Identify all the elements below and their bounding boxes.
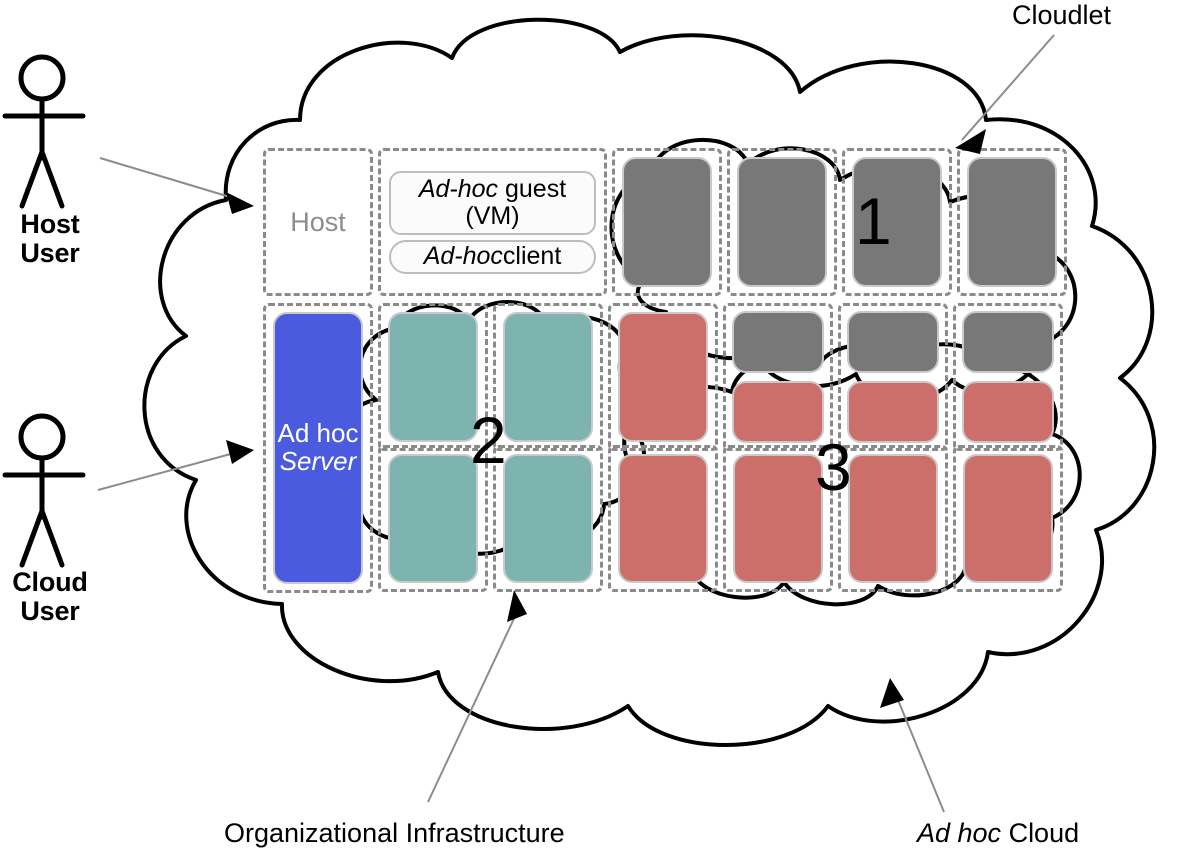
grid-cell-r2c2[interactable]: [378, 303, 488, 451]
host-user-leader-line: [99, 157, 241, 201]
node-gray[interactable]: [737, 157, 827, 287]
adhoc-server-line2: Server: [279, 446, 357, 476]
cloud-user-leader-line: [97, 451, 239, 491]
grid-cell-r3c3[interactable]: [493, 445, 603, 592]
cloud-user-label-line2: User: [20, 596, 80, 627]
grid-cell-r3c4[interactable]: [608, 445, 718, 592]
node-gray[interactable]: [852, 157, 942, 287]
rack-row-2: Ad hoc Server: [263, 303, 1063, 593]
grid-cell-r2c5[interactable]: [723, 303, 833, 451]
actor-host-user-label: Host User: [0, 209, 100, 269]
grid-cell-r2c6[interactable]: [838, 303, 948, 451]
group-number-3: 3: [815, 430, 852, 504]
node-red[interactable]: [963, 454, 1053, 583]
node-gray[interactable]: [622, 157, 712, 287]
grid-cell-host[interactable]: Host: [263, 148, 373, 296]
host-user-arrowhead: [226, 192, 254, 214]
grid-cell-r3c5[interactable]: [723, 445, 833, 592]
adhoc-cloud-label: Ad hoc Cloud: [917, 818, 1079, 849]
adhoc-client-italic: Ad-hoc: [423, 242, 503, 270]
actor-host-user-figure: [2, 54, 86, 209]
rack-row-1: Host Ad-hoc guest (VM) Ad-hoc client: [263, 148, 1067, 296]
grid-cell-r1c6[interactable]: [842, 148, 952, 296]
node-teal[interactable]: [388, 312, 478, 442]
adhoc-cloud-leader-line: [897, 699, 945, 813]
cloud-user-leg-left: [19, 508, 45, 568]
node-gray[interactable]: [847, 311, 939, 374]
cloudlet-arrowhead: [955, 129, 986, 154]
adhoc-cloud-label-italic: Ad hoc: [917, 818, 1002, 848]
cloudlet-label: Cloudlet: [1012, 0, 1112, 30]
adhoc-guest-vm-line2: (VM): [465, 201, 520, 230]
adhoc-guest-vm-box[interactable]: Ad-hoc guest (VM): [389, 170, 596, 235]
grid-cell-adhoc-server[interactable]: Ad hoc Server: [263, 303, 373, 593]
cloud-user-head: [18, 413, 66, 461]
node-red[interactable]: [733, 454, 823, 583]
grid-cell-r2c4[interactable]: [608, 303, 718, 451]
group-number-2: 2: [470, 403, 507, 477]
node-red[interactable]: [962, 380, 1054, 443]
cloud-user-label-line1: Cloud: [12, 567, 88, 597]
node-adhoc-server[interactable]: Ad hoc Server: [273, 312, 363, 584]
grid-cell-r2c3[interactable]: [493, 303, 603, 451]
node-red[interactable]: [847, 380, 939, 443]
host-user-label-line2: User: [20, 238, 80, 269]
grid-cell-r1c5[interactable]: [727, 148, 837, 296]
node-red[interactable]: [732, 380, 824, 443]
node-gray[interactable]: [967, 157, 1057, 287]
node-teal[interactable]: [503, 312, 593, 442]
cloudlet-leader-line: [961, 34, 1055, 141]
group-number-1: 1: [855, 184, 892, 258]
grid-cell-r3c2[interactable]: [378, 445, 488, 592]
node-teal[interactable]: [503, 454, 593, 583]
host-user-leg-left: [19, 149, 45, 209]
cloud-user-arrowhead: [226, 440, 254, 464]
host-user-label-line1: Host: [20, 209, 80, 239]
grid-cell-r3c6[interactable]: [838, 445, 948, 592]
node-red[interactable]: [618, 312, 708, 442]
grid-cell-adhoc-guest[interactable]: Ad-hoc guest (VM) Ad-hoc client: [378, 148, 607, 296]
adhoc-client-rest: client: [502, 242, 562, 270]
host-user-head: [18, 54, 66, 102]
grid-cell-r1c7[interactable]: [957, 148, 1067, 296]
adhoc-client-box[interactable]: Ad-hoc client: [389, 239, 596, 274]
node-gray[interactable]: [962, 311, 1054, 374]
organizational-infrastructure-rack: Host Ad-hoc guest (VM) Ad-hoc client: [263, 148, 1075, 593]
org-infrastructure-label: Organizational Infrastructure: [224, 818, 565, 848]
grid-cell-r3c7[interactable]: [953, 445, 1063, 592]
node-gray[interactable]: [732, 311, 824, 374]
grid-cell-r1c4[interactable]: [612, 148, 722, 296]
adhoc-guest-rest: guest: [498, 175, 567, 204]
actor-cloud-user-figure: [2, 413, 86, 568]
node-teal[interactable]: [388, 454, 478, 583]
node-red[interactable]: [848, 454, 938, 583]
adhoc-cloud-label-rest: Cloud: [1001, 818, 1080, 848]
org-infrastructure-leader-line: [427, 609, 519, 803]
node-red[interactable]: [618, 454, 708, 583]
adhoc-cloud-arrowhead: [880, 678, 904, 708]
host-user-leg-right: [39, 149, 65, 209]
grid-cell-r2c7[interactable]: [953, 303, 1063, 451]
host-label: Host: [290, 206, 346, 237]
actor-cloud-user-label: Cloud User: [0, 567, 100, 627]
cloud-user-leg-right: [39, 508, 65, 568]
adhoc-server-line1: Ad hoc: [277, 418, 359, 449]
adhoc-guest-italic: Ad-hoc: [418, 175, 499, 204]
org-infrastructure-arrowhead: [507, 590, 527, 622]
rack-row-3: [263, 445, 1063, 592]
